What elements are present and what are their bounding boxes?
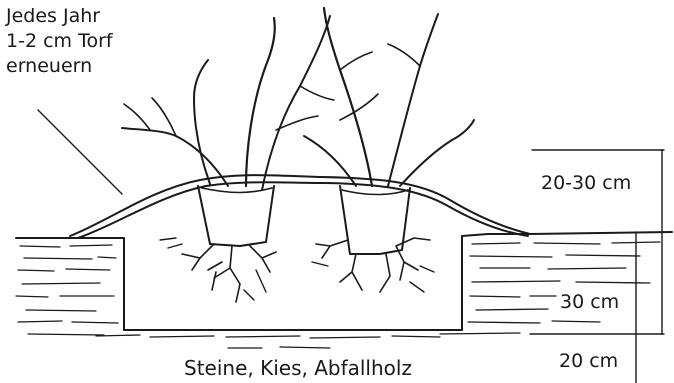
mound-height-label: 20-30 cm — [541, 171, 631, 195]
annotation-line-2: 1-2 cm Torf — [6, 29, 113, 54]
annotation-note: Jedes Jahr 1-2 cm Torf erneuern — [6, 4, 113, 79]
peat-mound — [70, 175, 530, 238]
ground-right — [440, 232, 672, 334]
plant-left — [122, 16, 334, 302]
pit-depth-label: 30 cm — [560, 290, 619, 314]
planting-pit — [124, 330, 462, 348]
annotation-pointer — [38, 110, 122, 194]
ground-left — [16, 238, 214, 337]
annotation-line-3: erneuern — [6, 54, 113, 79]
drainage-layer-label: Steine, Kies, Abfallholz — [184, 356, 412, 380]
annotation-line-1: Jedes Jahr — [6, 4, 113, 29]
plant-right — [304, 8, 474, 292]
drainage-depth-label: 20 cm — [559, 349, 618, 373]
